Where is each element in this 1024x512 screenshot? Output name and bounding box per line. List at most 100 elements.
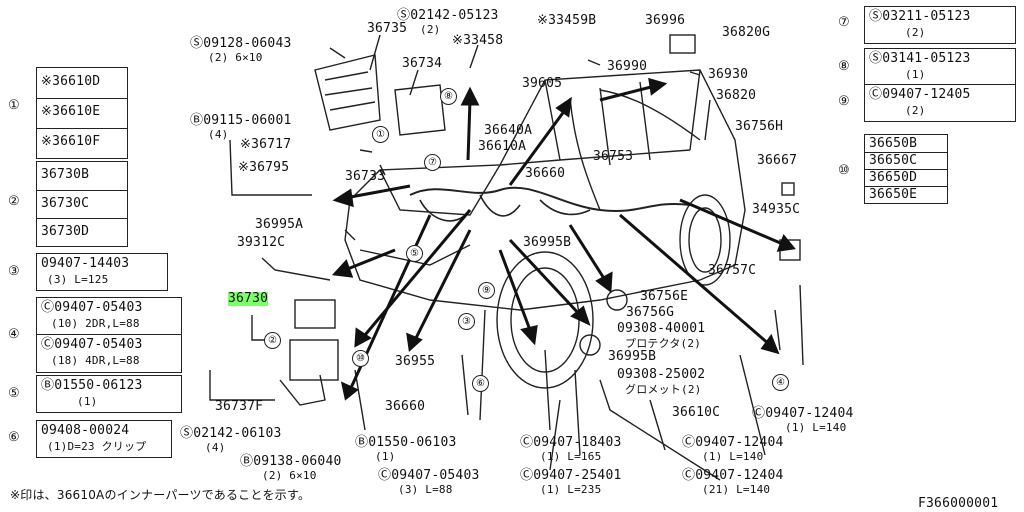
marker-6: ⑥ xyxy=(8,430,20,445)
label-s02142-top: Ⓢ02142-05123 xyxy=(397,8,499,23)
label-c09407-12404-a-qty: (1) L=140 xyxy=(785,421,847,434)
label-36756h: 36756H xyxy=(735,119,784,134)
marker-4: ④ xyxy=(8,327,20,342)
callout-marker-10: ⑩ xyxy=(352,350,369,367)
label-09308-25002: 09308-25002 xyxy=(617,367,706,382)
label-36990: 36990 xyxy=(607,59,648,74)
label-c09407-25401-qty: (1) L=235 xyxy=(540,483,602,496)
label-36730-highlighted: 36730 xyxy=(228,291,269,306)
label-39312c: 39312C xyxy=(237,235,286,250)
group-1-item-2: ※36610E xyxy=(41,104,101,119)
callout-marker-5: ⑤ xyxy=(406,245,423,262)
label-c09407-18403: Ⓒ09407-18403 xyxy=(520,435,622,450)
group-8-box: Ⓢ03141-05123 (1) xyxy=(864,48,1016,86)
group-9-item-2: (2) xyxy=(905,104,926,117)
label-39605: 39605 xyxy=(522,76,563,91)
label-36995a: 36995A xyxy=(255,217,304,232)
label-36733: 36733 xyxy=(345,169,386,184)
label-b01550-qty: (1) xyxy=(375,450,396,463)
group-6-item-1: 09408-00024 xyxy=(41,423,130,438)
label-34935c: 34935C xyxy=(752,202,801,217)
label-36996: 36996 xyxy=(645,13,686,28)
footnote: ※印は、36610Aのインナーパーツであることを示す。 xyxy=(10,488,311,502)
label-s09128: Ⓢ09128-06043 xyxy=(190,36,292,51)
group-3-item-2: (3) L=125 xyxy=(47,273,109,286)
label-36610a: 36610A xyxy=(478,139,527,154)
label-36660-upper: 36660 xyxy=(525,166,566,181)
callout-marker-4: ④ xyxy=(772,374,789,391)
label-36756e: 36756E xyxy=(640,289,689,304)
group-4-item-1: Ⓒ09407-05403 xyxy=(41,300,143,315)
callout-marker-8: ⑧ xyxy=(440,88,457,105)
group-1-item-3: ※36610F xyxy=(41,134,101,149)
marker-1: ① xyxy=(8,98,20,113)
group-7-item-2: (2) xyxy=(905,26,926,39)
label-c09407-12404-a: Ⓒ09407-12404 xyxy=(752,406,854,421)
label-c09407-12404-b-qty: (1) L=140 xyxy=(702,450,764,463)
label-09308-40001: 09308-40001 xyxy=(617,321,706,336)
label-s02142-bottom: Ⓢ02142-06103 xyxy=(180,426,282,441)
group-8-item-1: Ⓢ03141-05123 xyxy=(869,51,971,66)
label-36995b: 36995B xyxy=(608,349,657,364)
label-b09115: Ⓑ09115-06001 xyxy=(190,113,292,128)
label-grommet: グロメット(2) xyxy=(625,383,702,396)
group-1-box: ※36610D ※36610E ※36610F xyxy=(36,67,128,159)
callout-marker-6: ⑥ xyxy=(472,375,489,392)
label-36734: 36734 xyxy=(402,56,443,71)
label-b01550: Ⓑ01550-06103 xyxy=(355,435,457,450)
label-33459b: ※33459B xyxy=(537,13,597,28)
label-c09407-05403: Ⓒ09407-05403 xyxy=(378,468,480,483)
group-2-item-2: 36730C xyxy=(41,196,90,211)
label-36955: 36955 xyxy=(395,354,436,369)
label-b09138: Ⓑ09138-06040 xyxy=(240,454,342,469)
marker-10: ⑩ xyxy=(838,163,850,178)
group-2-item-3: 36730D xyxy=(41,224,90,239)
label-s09128-qty: (2) 6×10 xyxy=(208,51,263,64)
group-5-item-2: (1) xyxy=(77,395,98,408)
marker-8: ⑧ xyxy=(838,59,850,74)
label-36640a: 36640A xyxy=(484,123,533,138)
marker-5: ⑤ xyxy=(8,386,20,401)
label-36667: 36667 xyxy=(757,153,798,168)
label-c09407-12404-b: Ⓒ09407-12404 xyxy=(682,435,784,450)
label-36820g: 36820G xyxy=(722,25,771,40)
label-36756g: 36756G xyxy=(626,305,675,320)
group-2-box: 36730B 36730C 36730D xyxy=(36,161,128,247)
label-36717: ※36717 xyxy=(240,137,292,152)
label-36995b-top: 36995B xyxy=(523,235,572,250)
label-36660-lower: 36660 xyxy=(385,399,426,414)
group-10-item-3: 36650D xyxy=(869,170,918,185)
callout-marker-7: ⑦ xyxy=(424,154,441,171)
label-c09407-12404-c: Ⓒ09407-12404 xyxy=(682,468,784,483)
callout-marker-1: ① xyxy=(372,126,389,143)
marker-7: ⑦ xyxy=(838,15,850,30)
marker-3: ③ xyxy=(8,264,20,279)
label-36930: 36930 xyxy=(708,67,749,82)
marker-9: ⑨ xyxy=(838,94,850,109)
label-36757c: 36757C xyxy=(708,263,757,278)
label-s02142-top-qty: (2) xyxy=(420,23,441,36)
group-2-item-1: 36730B xyxy=(41,167,90,182)
group-5-box: Ⓑ01550-06123 (1) xyxy=(36,375,182,413)
label-c09407-18403-qty: (1) L=165 xyxy=(540,450,602,463)
group-4-item-4: (18) 4DR,L=88 xyxy=(51,354,140,367)
group-4-box: Ⓒ09407-05403 (10) 2DR,L=88 Ⓒ09407-05403 … xyxy=(36,297,182,373)
label-c09407-12404-c-qty: (21) L=140 xyxy=(702,483,771,496)
callout-marker-9: ⑨ xyxy=(478,282,495,299)
label-b09138-qty: (2) 6×10 xyxy=(262,469,317,482)
group-4-item-2: (10) 2DR,L=88 xyxy=(51,317,140,330)
label-36735: 36735 xyxy=(367,21,408,36)
group-7-box: Ⓢ03211-05123 (2) xyxy=(864,6,1016,44)
label-b09115-qty: (4) xyxy=(208,128,229,141)
label-36753: 36753 xyxy=(593,149,634,164)
group-3-box: 09407-14403 (3) L=125 xyxy=(36,253,168,291)
diagram-id: F366000001 xyxy=(918,496,999,511)
group-6-box: 09408-00024 (1)D=23 クリップ xyxy=(36,420,172,458)
callout-marker-2: ② xyxy=(264,332,281,349)
label-36737f: 36737F xyxy=(215,399,264,414)
label-36610c: 36610C xyxy=(672,405,721,420)
group-6-item-2: (1)D=23 クリップ xyxy=(47,440,147,453)
label-c09407-25401: Ⓒ09407-25401 xyxy=(520,468,622,483)
